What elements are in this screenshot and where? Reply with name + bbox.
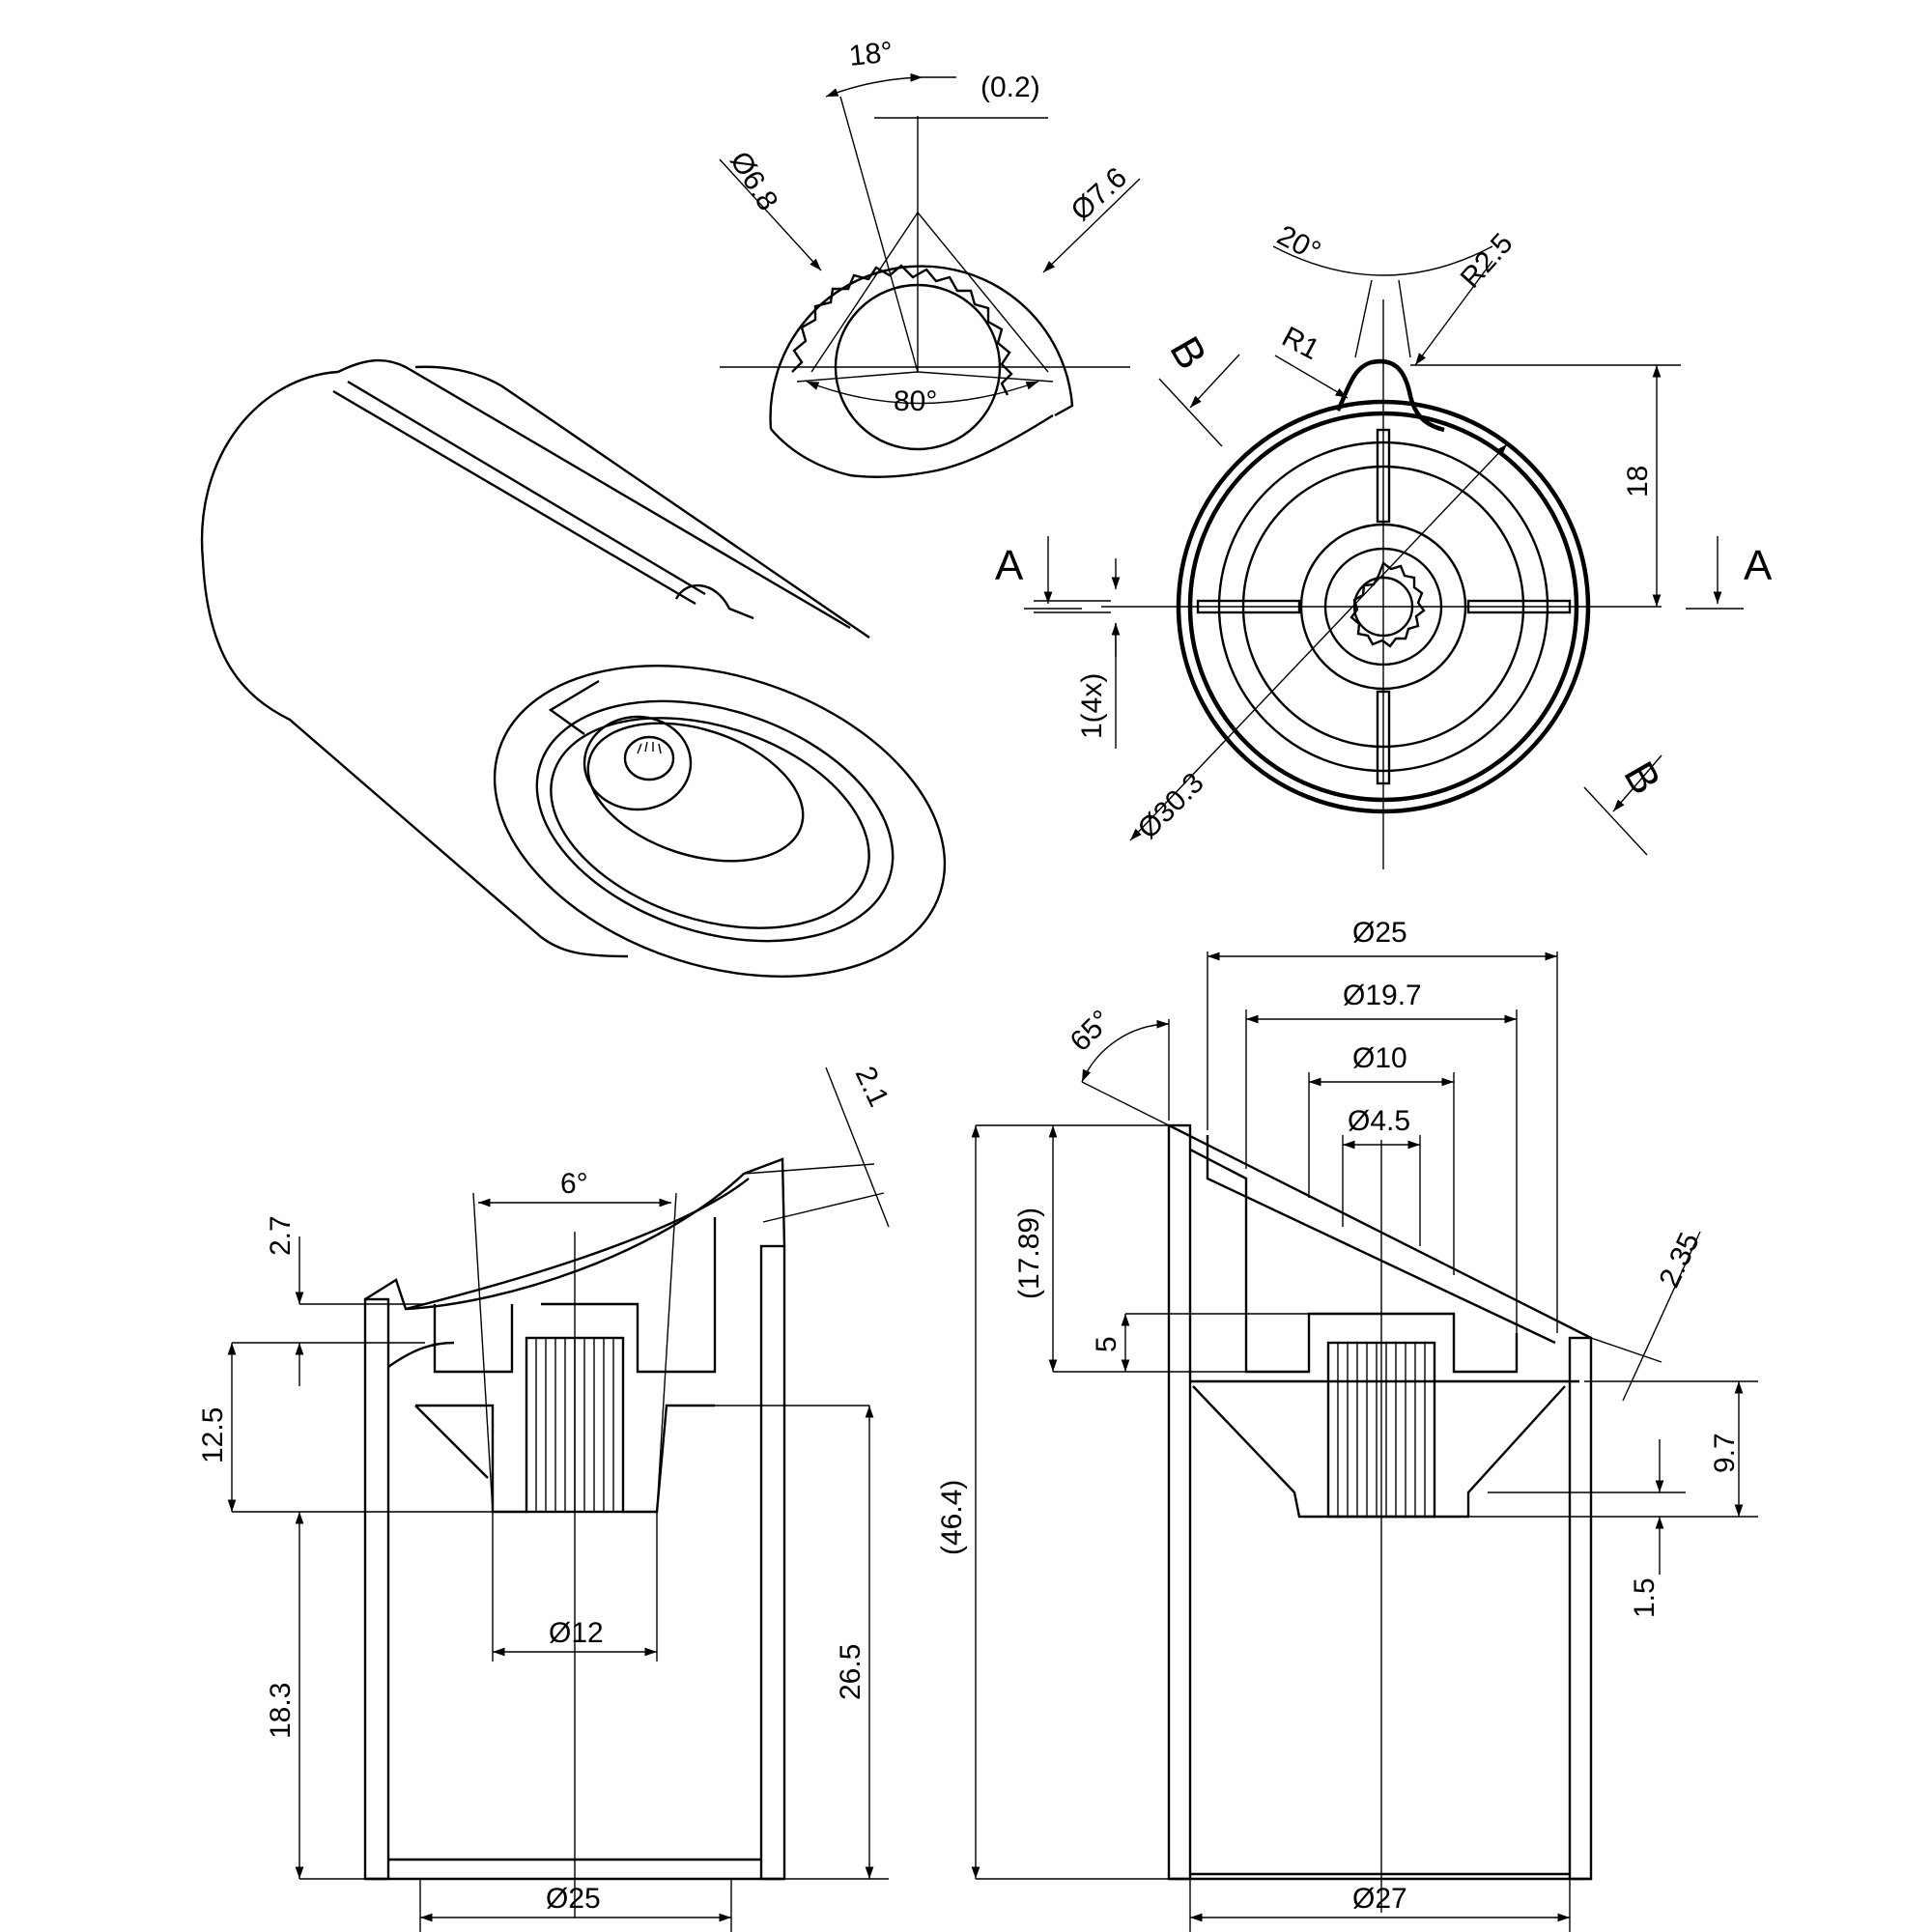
label-dim-18-3: 18.3: [265, 1683, 297, 1739]
isometric-view: [200, 358, 947, 978]
label-angle-18: 18°: [847, 36, 895, 72]
label-bore-12: Ø12: [549, 1617, 604, 1649]
spline-lines-right: [1337, 1343, 1426, 1517]
label-angle-80: 80°: [894, 385, 937, 417]
label-angle-65: 65°: [1065, 1005, 1118, 1058]
label-r-fillet: R1: [1277, 321, 1324, 366]
label-t-1-5: 1.5: [1629, 1577, 1661, 1618]
section-a-right-label: A: [1744, 542, 1773, 589]
front-view: 20° R2.5 R1 18 1(4x) Ø30.3 A A B B: [995, 219, 1773, 869]
label-d-inner: Ø6.8: [724, 146, 783, 216]
section-b-bottom-label: B: [1614, 754, 1669, 803]
label-h-46-4: (46.4): [936, 1480, 968, 1555]
label-outer-25-top: Ø25: [1352, 917, 1407, 949]
label-d-19-7: Ø19.7: [1343, 980, 1422, 1011]
label-height-18: 18: [1622, 466, 1654, 497]
label-gap: (0.2): [980, 71, 1040, 103]
label-h-9-7: 9.7: [1709, 1433, 1741, 1473]
label-base-27: Ø27: [1352, 1883, 1407, 1915]
spline-detail-view: 18° (0.2) Ø6.8 Ø7.6 80°: [719, 36, 1141, 479]
label-r-tip: R2.5: [1455, 228, 1520, 295]
label-shaft-4-5: Ø4.5: [1348, 1105, 1410, 1137]
label-h-5: 5: [1091, 1336, 1122, 1352]
label-h-17-89: (17.89): [1013, 1208, 1045, 1299]
label-hub-10: Ø10: [1352, 1042, 1407, 1074]
label-wall-2-1: 2.1: [849, 1062, 895, 1112]
label-diameter-30-3: Ø30.3: [1132, 767, 1210, 845]
label-rib-width: 1(4x): [1076, 673, 1108, 739]
section-left-view: 6° 2.1 2.7 12.5 18.3 26.5 Ø12 Ø25: [197, 1062, 895, 1932]
label-dim-2-7: 2.7: [265, 1215, 297, 1256]
section-b-top-label: B: [1160, 329, 1215, 378]
label-outer-25: Ø25: [546, 1883, 601, 1915]
label-dim-12-5: 12.5: [197, 1407, 229, 1463]
label-dim-26-5: 26.5: [835, 1644, 867, 1700]
section-a-left-label: A: [995, 542, 1024, 589]
label-angle-20: 20°: [1272, 219, 1326, 268]
label-angle-6: 6°: [560, 1168, 588, 1200]
section-right-view: 65° Ø25 Ø19.7 Ø10 Ø4.5 (17.89) (46.4) 5 …: [936, 917, 1758, 1932]
